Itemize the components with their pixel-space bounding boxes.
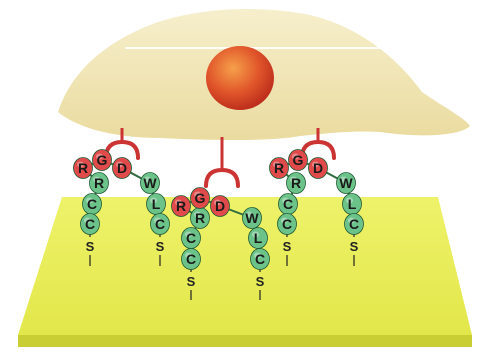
sulfur-anchor-left: S bbox=[86, 239, 95, 254]
linker-bead-left: C bbox=[278, 214, 297, 235]
linker-bead-right-letter: L bbox=[152, 196, 161, 212]
linker-bead-left-letter: R bbox=[291, 175, 301, 191]
rgd-bead-letter: G bbox=[97, 152, 108, 168]
rgd-bead: D bbox=[309, 158, 328, 179]
linker-bead-right-letter: C bbox=[255, 251, 265, 267]
rgd-bead-letter: D bbox=[313, 160, 323, 176]
linker-bead-right: C bbox=[345, 214, 364, 235]
linker-bead-left: C bbox=[83, 194, 102, 215]
linker-bead-right-letter: W bbox=[143, 175, 157, 191]
cell bbox=[58, 9, 470, 140]
substrate-front-face bbox=[18, 335, 472, 347]
linker-bead-right-letter: C bbox=[155, 216, 165, 232]
rgd-bead: G bbox=[191, 188, 210, 209]
linker-bead-right-letter: L bbox=[348, 196, 357, 212]
linker-bead-left-letter: C bbox=[282, 216, 292, 232]
linker-bead-right-letter: C bbox=[349, 216, 359, 232]
rgd-bead-letter: R bbox=[274, 160, 284, 176]
linker-bead-right: L bbox=[249, 228, 268, 249]
rgd-bead-letter: D bbox=[117, 160, 127, 176]
linker-bead-left: R bbox=[90, 173, 109, 194]
linker-bead-left-letter: C bbox=[87, 196, 97, 212]
linker-bead-left-letter: C bbox=[186, 230, 196, 246]
rgd-bead: R bbox=[172, 196, 191, 217]
sulfur-anchor-right: S bbox=[256, 274, 265, 289]
linker-bead-left-letter: C bbox=[85, 216, 95, 232]
linker-bead-right: W bbox=[243, 208, 262, 229]
linker-bead-left-letter: C bbox=[186, 251, 196, 267]
linker-bead-left: C bbox=[182, 249, 201, 270]
rgd-bead-letter: G bbox=[293, 152, 304, 168]
rgd-bead: D bbox=[211, 196, 230, 217]
linker-bead-right: L bbox=[343, 194, 362, 215]
sulfur-anchor-right: S bbox=[156, 239, 165, 254]
linker-bead-right: W bbox=[141, 173, 160, 194]
linker-bead-right: W bbox=[337, 173, 356, 194]
linker-bead-right-letter: W bbox=[245, 210, 259, 226]
linker-bead-left: C bbox=[279, 194, 298, 215]
rgd-bead: D bbox=[113, 158, 132, 179]
linker-bead-right: L bbox=[147, 194, 166, 215]
linker-bead-left-letter: R bbox=[195, 210, 205, 226]
rgd-bead: R bbox=[74, 158, 93, 179]
rgd-bead: G bbox=[93, 150, 112, 171]
sulfur-anchor-right: S bbox=[350, 239, 359, 254]
linker-bead-right: C bbox=[251, 249, 270, 270]
linker-bead-left: C bbox=[81, 214, 100, 235]
linker-bead-right-letter: W bbox=[339, 175, 353, 191]
rgd-bead-letter: R bbox=[78, 160, 88, 176]
rgd-bead-letter: R bbox=[176, 198, 186, 214]
linker-bead-right-letter: L bbox=[254, 230, 263, 246]
rgd-bead: R bbox=[270, 158, 289, 179]
linker-bead-left-letter: C bbox=[283, 196, 293, 212]
sulfur-anchor-left: S bbox=[283, 239, 292, 254]
rgd-bead-letter: D bbox=[215, 198, 225, 214]
linker-bead-right: C bbox=[151, 214, 170, 235]
rgd-bead: G bbox=[289, 150, 308, 171]
linker-bead-left: C bbox=[182, 228, 201, 249]
integrin-receptor bbox=[206, 137, 238, 186]
linker-bead-left-letter: R bbox=[94, 175, 104, 191]
sulfur-anchor-left: S bbox=[187, 274, 196, 289]
rgd-bead-letter: G bbox=[195, 190, 206, 206]
linker-bead-left: R bbox=[287, 173, 306, 194]
nucleus bbox=[206, 46, 274, 110]
linker-bead-left: R bbox=[191, 208, 210, 229]
